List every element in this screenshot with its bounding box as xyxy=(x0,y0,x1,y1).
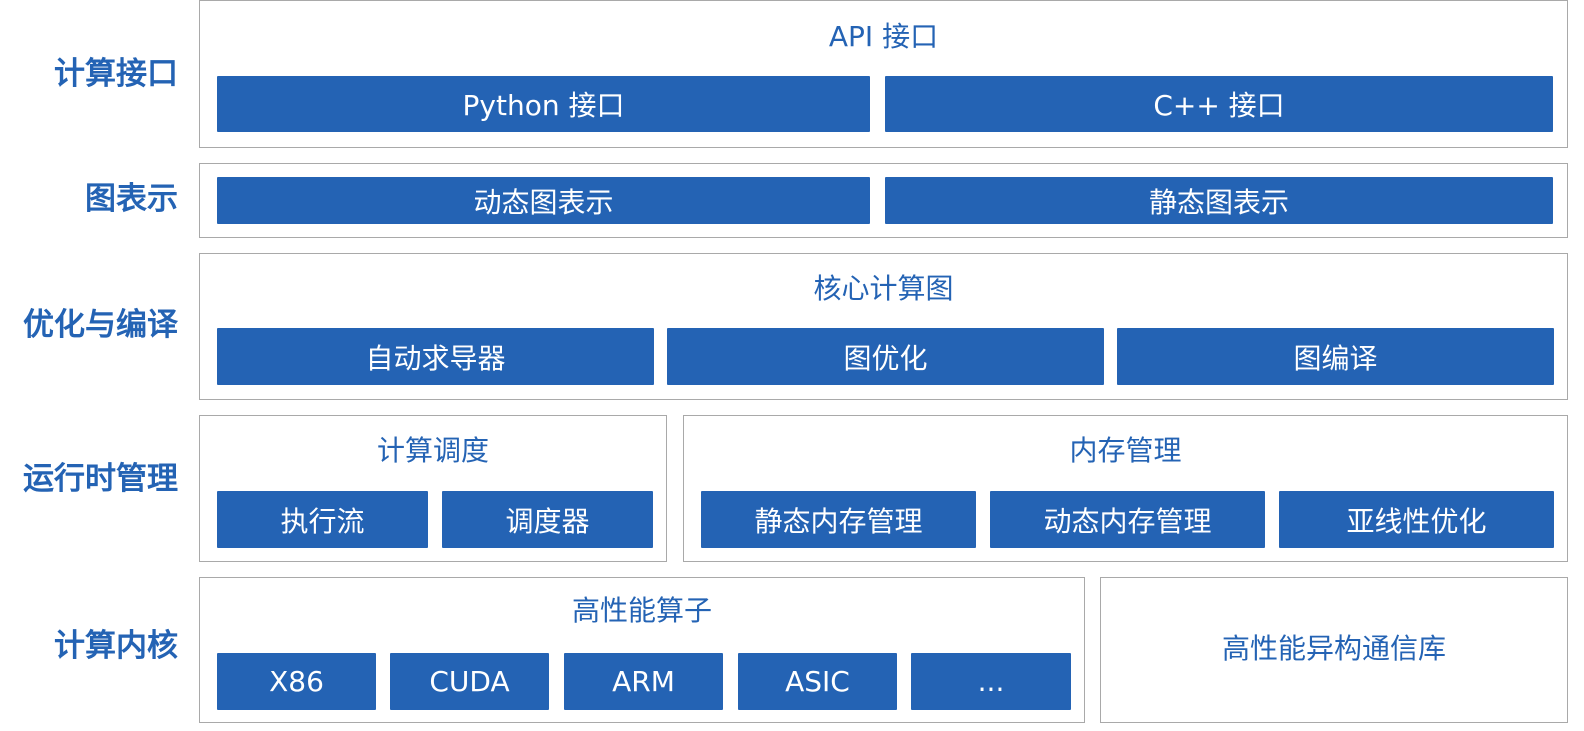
asic-block: ASIC xyxy=(738,653,897,710)
scheduler-block: 调度器 xyxy=(442,491,653,548)
x86-block: X86 xyxy=(217,653,376,710)
dynamic-graph-block: 动态图表示 xyxy=(217,177,870,224)
scheduling-title: 计算调度 xyxy=(376,434,489,467)
cuda-block: CUDA xyxy=(390,653,549,710)
graph-compile-block: 图编译 xyxy=(1117,328,1554,385)
python-interface-block: Python 接口 xyxy=(217,76,870,132)
more-operators-block: ... xyxy=(911,653,1071,710)
sublinear-optimization-block: 亚线性优化 xyxy=(1279,491,1554,548)
api-interface-title: API 接口 xyxy=(828,20,939,53)
optimize-compile-frame: 核心计算图 自动求导器 图优化 图编译 xyxy=(199,253,1568,400)
operators-frame: 高性能算子 X86 CUDA ARM ASIC ... xyxy=(199,577,1085,723)
communication-library-title: 高性能异构通信库 xyxy=(1221,632,1446,665)
autodiff-block: 自动求导器 xyxy=(217,328,654,385)
compute-interface-frame: API 接口 Python 接口 C++ 接口 xyxy=(199,0,1568,148)
static-memory-block: 静态内存管理 xyxy=(701,491,976,548)
row-label-optimize-compile: 优化与编译 xyxy=(23,307,178,343)
arm-block: ARM xyxy=(564,653,723,710)
row-label-compute-interface: 计算接口 xyxy=(54,56,178,92)
memory-management-frame: 内存管理 静态内存管理 动态内存管理 亚线性优化 xyxy=(683,415,1568,562)
row-label-graph-representation: 图表示 xyxy=(85,181,178,217)
graph-optimization-block: 图优化 xyxy=(667,328,1104,385)
row-label-runtime-management: 运行时管理 xyxy=(23,461,178,497)
core-graph-title: 核心计算图 xyxy=(813,272,954,305)
row-label-compute-kernel: 计算内核 xyxy=(54,628,178,664)
cpp-interface-block: C++ 接口 xyxy=(885,76,1553,132)
scheduling-frame: 计算调度 执行流 调度器 xyxy=(199,415,667,562)
communication-library-frame: 高性能异构通信库 xyxy=(1100,577,1568,723)
dynamic-memory-block: 动态内存管理 xyxy=(990,491,1265,548)
operators-title: 高性能算子 xyxy=(571,594,712,627)
static-graph-block: 静态图表示 xyxy=(885,177,1553,224)
graph-representation-frame: 动态图表示 静态图表示 xyxy=(199,163,1568,238)
execution-stream-block: 执行流 xyxy=(217,491,428,548)
memory-management-title: 内存管理 xyxy=(1069,434,1182,467)
